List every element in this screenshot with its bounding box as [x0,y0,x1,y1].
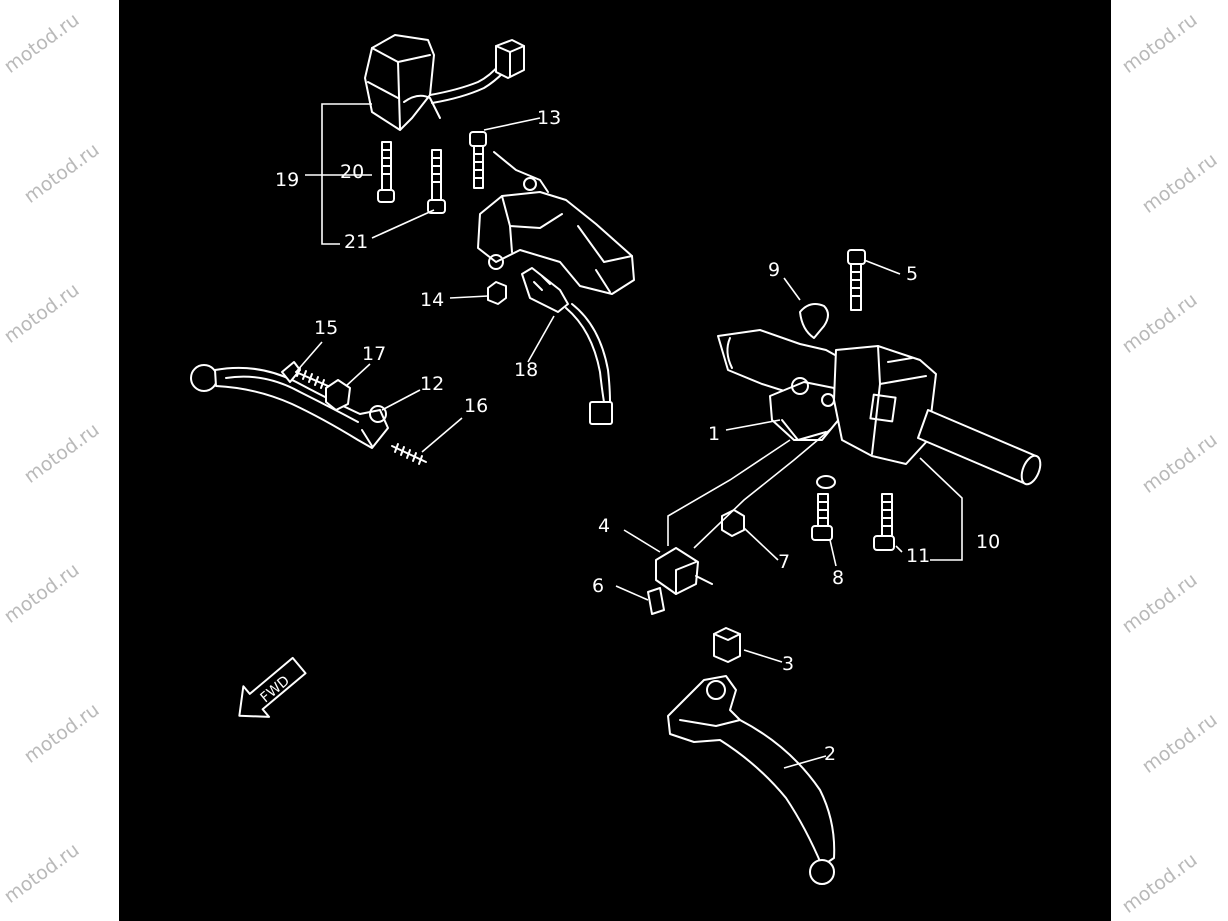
bracket-19 [321,103,372,245]
brake-switch-4 [655,547,713,595]
left-switch-housing [364,34,525,131]
clutch-switch-18 [521,267,613,425]
callout-18: 18 [514,359,538,381]
leader-11 [895,545,903,553]
callout-7: 7 [778,551,790,573]
leader-7 [743,527,779,561]
callout-20: 20 [340,161,364,183]
callout-10: 10 [976,531,1000,553]
bolt-5 [847,249,866,311]
callout-2: 2 [824,743,836,765]
leader-9 [783,277,801,301]
callout-labels: 13 19 20 21 14 18 15 17 12 16 9 5 1 4 6 … [275,107,1000,765]
callout-5: 5 [906,263,918,285]
callout-9: 9 [768,259,780,281]
screw-6 [647,587,665,615]
callout-19: 19 [275,169,299,191]
pivot-collar-3 [713,627,741,663]
callout-3: 3 [782,653,794,675]
callout-16: 16 [464,395,488,417]
clutch-lever [190,364,389,449]
leader-14 [449,295,489,299]
diagram-panel [119,0,1111,921]
leader-16 [421,417,463,453]
screw-11 [873,493,895,551]
callout-1: 1 [708,423,720,445]
leader-21 [371,209,435,239]
callout-11: 11 [906,545,930,567]
leader-1-ext-a [667,439,791,546]
leader-1 [725,419,781,431]
cap-9 [799,303,829,339]
collar-17 [325,379,351,411]
leader-5 [863,259,901,275]
callout-13: 13 [537,107,561,129]
bracket-10 [919,457,963,561]
callout-6: 6 [592,575,604,597]
leader-2 [783,755,827,769]
pivot-7 [721,509,745,537]
leader-13 [483,117,541,131]
leader-17 [345,363,371,387]
callout-17: 17 [362,343,386,365]
bolt-15 [281,361,329,389]
leader-4 [623,529,661,553]
callout-12: 12 [420,373,444,395]
leader-15 [295,341,323,373]
leader-12 [381,389,421,411]
fwd-arrow-icon: FWD [238,656,307,718]
callout-4: 4 [598,515,610,537]
brake-master-cylinder [717,329,845,441]
callout-21: 21 [344,231,368,253]
callout-14: 14 [420,289,444,311]
leader-18 [527,315,555,363]
leader-3 [743,649,783,663]
screw-8 [811,475,836,541]
throttle-grip [917,409,1042,486]
callout-8: 8 [832,567,844,589]
clutch-lever-holder [469,131,635,295]
screw-16 [391,443,427,465]
nut-14 [487,281,507,305]
leader-8 [829,539,837,567]
screw-20 [377,141,395,203]
brake-lever [667,675,836,885]
leader-1-ext-b [693,427,833,549]
callout-15: 15 [314,317,338,339]
screw-21 [427,149,446,214]
leader-6 [615,585,649,601]
right-switch-housing [833,345,937,465]
